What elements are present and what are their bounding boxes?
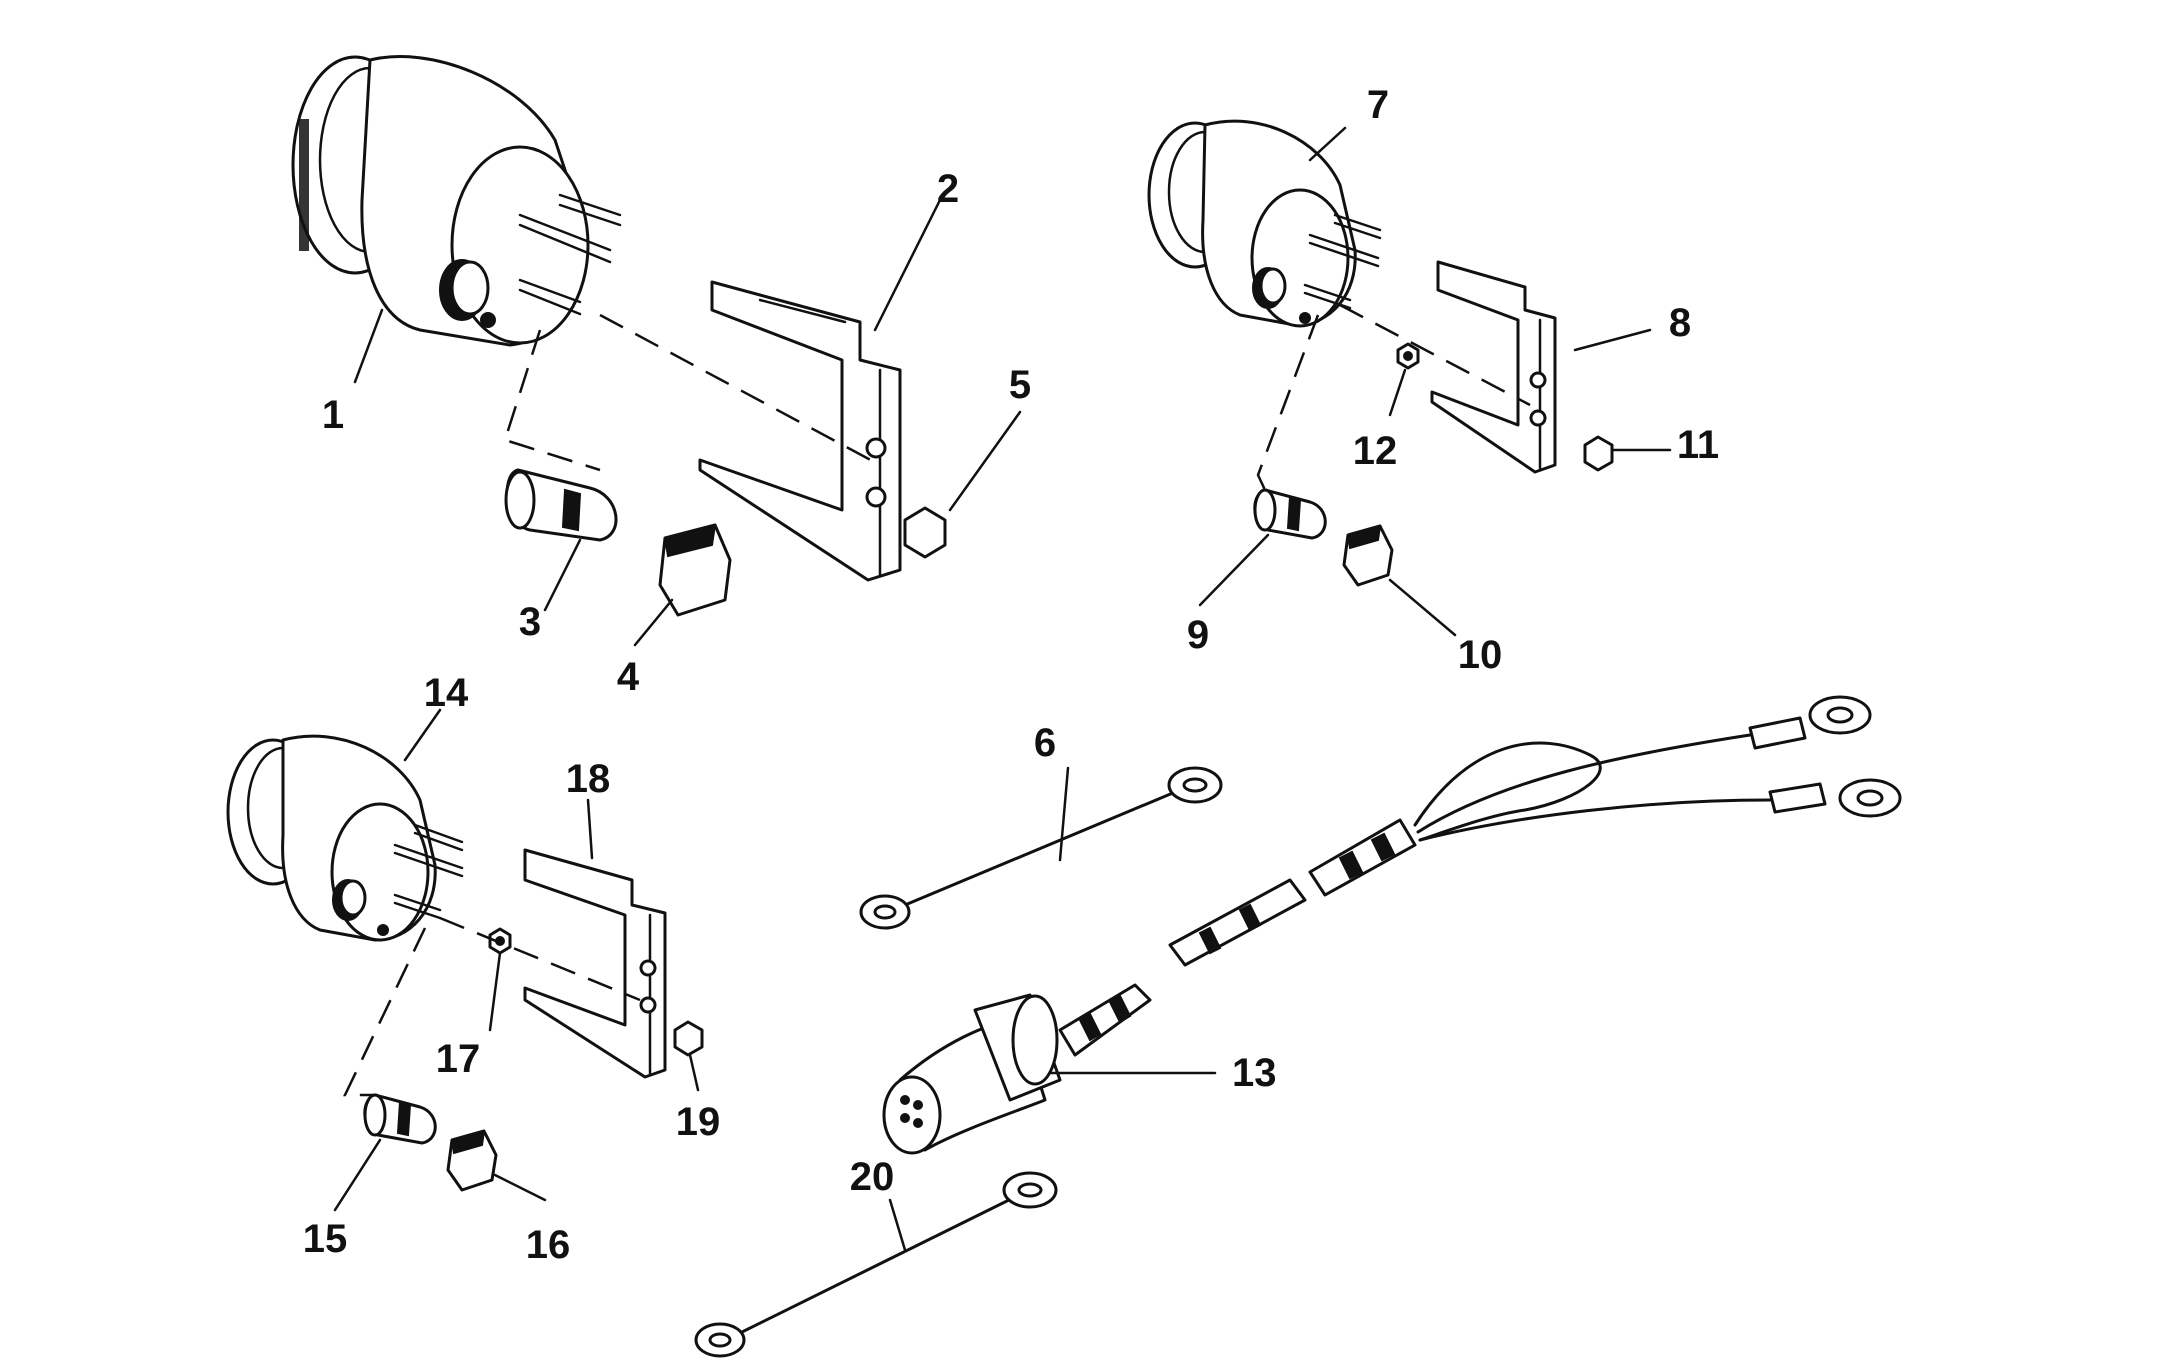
callout-4: 4 [617, 655, 640, 699]
assembly-line-c2 [343, 927, 427, 1097]
ground-lead-short [859, 766, 1223, 930]
callout-7: 7 [1367, 83, 1389, 127]
bulb-socket-large [504, 468, 618, 542]
callout-8: 8 [1669, 301, 1691, 345]
mounting-bracket-medium-top [1430, 260, 1557, 474]
assembly-line-b2 [1256, 314, 1320, 491]
callout-17: 17 [436, 1037, 481, 1081]
callout-18: 18 [566, 757, 611, 801]
leader-lines [333, 126, 1672, 1252]
callout-9: 9 [1187, 613, 1209, 657]
gauge-large [291, 55, 622, 347]
callout-20: 20 [850, 1155, 895, 1199]
callout-labels: 1 2 3 4 5 6 7 8 9 10 11 12 13 14 15 16 1… [303, 83, 1719, 1267]
nut-medium-top [1583, 435, 1614, 472]
gauge-medium-bottom [226, 734, 464, 942]
callout-16: 16 [526, 1223, 571, 1267]
callout-6: 6 [1034, 721, 1056, 765]
callout-12: 12 [1353, 429, 1398, 473]
callout-14: 14 [424, 671, 469, 715]
gauge-medium-top [1147, 119, 1382, 328]
callout-19: 19 [676, 1100, 721, 1144]
assembly-line-c1 [439, 916, 641, 1002]
bulb-medium-top [1342, 524, 1394, 587]
assembly-line-a1 [599, 313, 881, 467]
mounting-bracket-large [698, 280, 902, 582]
callout-2: 2 [937, 167, 959, 211]
wiring-harness [882, 695, 1902, 1155]
bulb-socket-medium-bottom [363, 1093, 437, 1145]
callout-5: 5 [1009, 363, 1031, 407]
callout-15: 15 [303, 1217, 348, 1261]
assembly-line-a2 [503, 329, 601, 472]
assembly-line-b1 [1339, 303, 1531, 407]
nut-medium-bottom [673, 1020, 704, 1057]
callout-11: 11 [1677, 423, 1719, 467]
bulb-socket-medium-top [1253, 488, 1327, 540]
callout-3: 3 [519, 600, 541, 644]
washer-medium-bottom [488, 927, 512, 955]
callout-10: 10 [1458, 633, 1503, 677]
bulb-large [658, 523, 732, 617]
callout-13: 13 [1232, 1051, 1277, 1095]
washer-medium-top [1396, 342, 1420, 370]
mounting-bracket-medium-bottom [523, 848, 667, 1079]
ground-lead-long [694, 1171, 1058, 1358]
callout-1: 1 [322, 393, 344, 437]
bulb-medium-bottom [446, 1129, 498, 1192]
nut-large [903, 506, 947, 559]
